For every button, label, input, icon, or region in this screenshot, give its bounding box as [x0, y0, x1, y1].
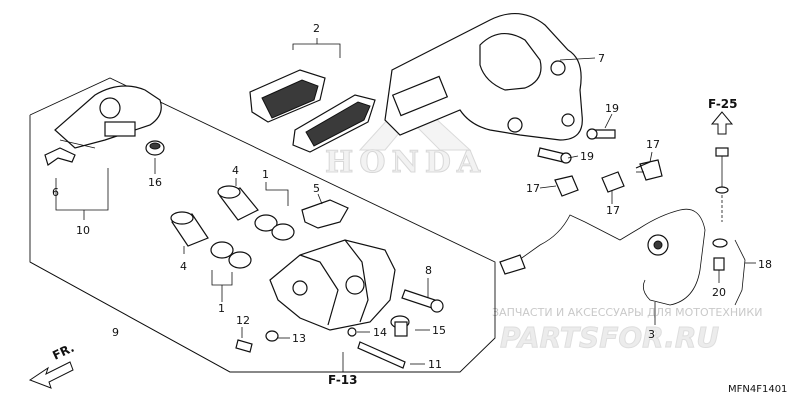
shop-watermark: ЗАПЧАСТИ И АКСЕССУАРЫ ДЛЯ МОТОТЕХНИКИ PA…: [492, 306, 762, 355]
callout-11: 11: [428, 358, 442, 371]
callout-13: 13: [292, 332, 306, 345]
piston-part-4-lower: [170, 211, 209, 247]
bracket-part-18: [712, 238, 746, 306]
callout-20: 20: [712, 286, 726, 299]
callout-1-upper: 1: [262, 168, 269, 181]
caliper-bracket-part-7: [384, 13, 583, 141]
callout-10: 10: [76, 224, 90, 237]
boot-part-16: [145, 140, 165, 156]
callout-2: 2: [313, 22, 320, 35]
front-label: FR.: [50, 341, 76, 363]
callout-4-lower: 4: [180, 260, 187, 273]
callout-7: 7: [598, 52, 605, 65]
callout-8: 8: [425, 264, 432, 277]
caliper-body: [269, 239, 396, 331]
pin-part-11: [357, 341, 406, 369]
honda-wordmark: HONDA: [325, 145, 486, 180]
clip-part-6: [44, 147, 76, 166]
bolt-part-19-lower: [537, 147, 572, 164]
clip-part-17-c: [639, 159, 663, 181]
brake-pads-part-2: [249, 69, 376, 153]
f25-reference: [710, 111, 734, 222]
callout-14: 14: [373, 326, 387, 339]
shop-watermark-text: ЗАПЧАСТИ И АКСЕССУАРЫ ДЛЯ МОТОТЕХНИКИ: [492, 306, 762, 319]
callout-19-lower: 19: [580, 150, 594, 163]
callout-6: 6: [52, 186, 59, 199]
callout-17-left: 17: [526, 182, 540, 195]
clip-part-17-b: [601, 171, 625, 193]
bolt-part-15: [390, 315, 410, 337]
cap-part-13: [265, 330, 279, 342]
callout-1-lower: 1: [218, 302, 225, 315]
bolt-part-19-upper: [586, 128, 616, 140]
callout-18: 18: [758, 258, 772, 271]
callout-4-upper: 4: [232, 164, 239, 177]
seals-part-1: [210, 214, 295, 269]
bolt-part-20: [713, 257, 725, 271]
callout-16: 16: [148, 176, 162, 189]
site-watermark-text: PARTSFOR.RU: [500, 321, 719, 354]
bleeder-part-12: [235, 339, 253, 353]
clip-part-17-d: [635, 161, 651, 169]
leader-lines: [55, 38, 756, 372]
sensor-part-3: [499, 208, 706, 306]
clip-part-17-a: [554, 175, 579, 197]
slide-bracket-part: [54, 85, 162, 149]
cap-part-14: [347, 327, 357, 337]
callout-17-right: 17: [646, 138, 660, 151]
callout-15: 15: [432, 324, 446, 337]
diagram-code: MFN4F1401: [728, 384, 787, 395]
ref-f25: F-25: [708, 97, 738, 111]
piston-part-4-upper: [217, 185, 259, 221]
callout-3: 3: [648, 328, 655, 341]
callout-12: 12: [236, 314, 250, 327]
callout-5: 5: [313, 182, 320, 195]
callout-17-lower: 17: [606, 204, 620, 217]
front-direction-arrow: FR.: [28, 341, 76, 389]
pad-spring-part-5: [301, 199, 349, 229]
callout-19-upper: 19: [605, 102, 619, 115]
honda-watermark: HONDA: [325, 94, 486, 181]
pin-bolt-part-8: [401, 289, 444, 313]
callout-labels: 2 7 6 10 16 4 1 5 4 1 9 8 15 14 11 13 12…: [52, 22, 772, 371]
ref-f13: F-13: [328, 373, 358, 387]
callout-9: 9: [112, 326, 119, 339]
